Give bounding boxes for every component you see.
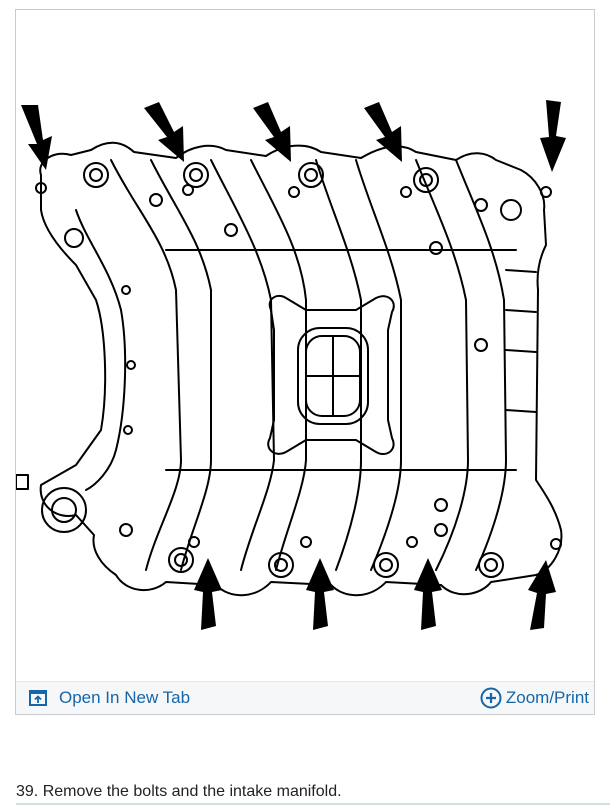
intake-manifold-diagram [16, 100, 566, 630]
zoom-print-label: Zoom/Print [505, 688, 589, 707]
figure-frame: Open In New Tab Zoom/Print [15, 9, 595, 715]
open-in-new-tab-label: Open In New Tab [59, 688, 191, 707]
divider [16, 803, 610, 805]
open-in-new-tab-icon [29, 690, 47, 706]
step-caption: 39. Remove the bolts and the intake mani… [16, 783, 342, 800]
figure-toolbar: Open In New Tab Zoom/Print [16, 681, 594, 714]
open-in-new-tab-link[interactable]: Open In New Tab [29, 682, 190, 714]
zoom-print-link[interactable]: Zoom/Print [480, 682, 589, 714]
zoom-plus-icon [480, 687, 502, 709]
